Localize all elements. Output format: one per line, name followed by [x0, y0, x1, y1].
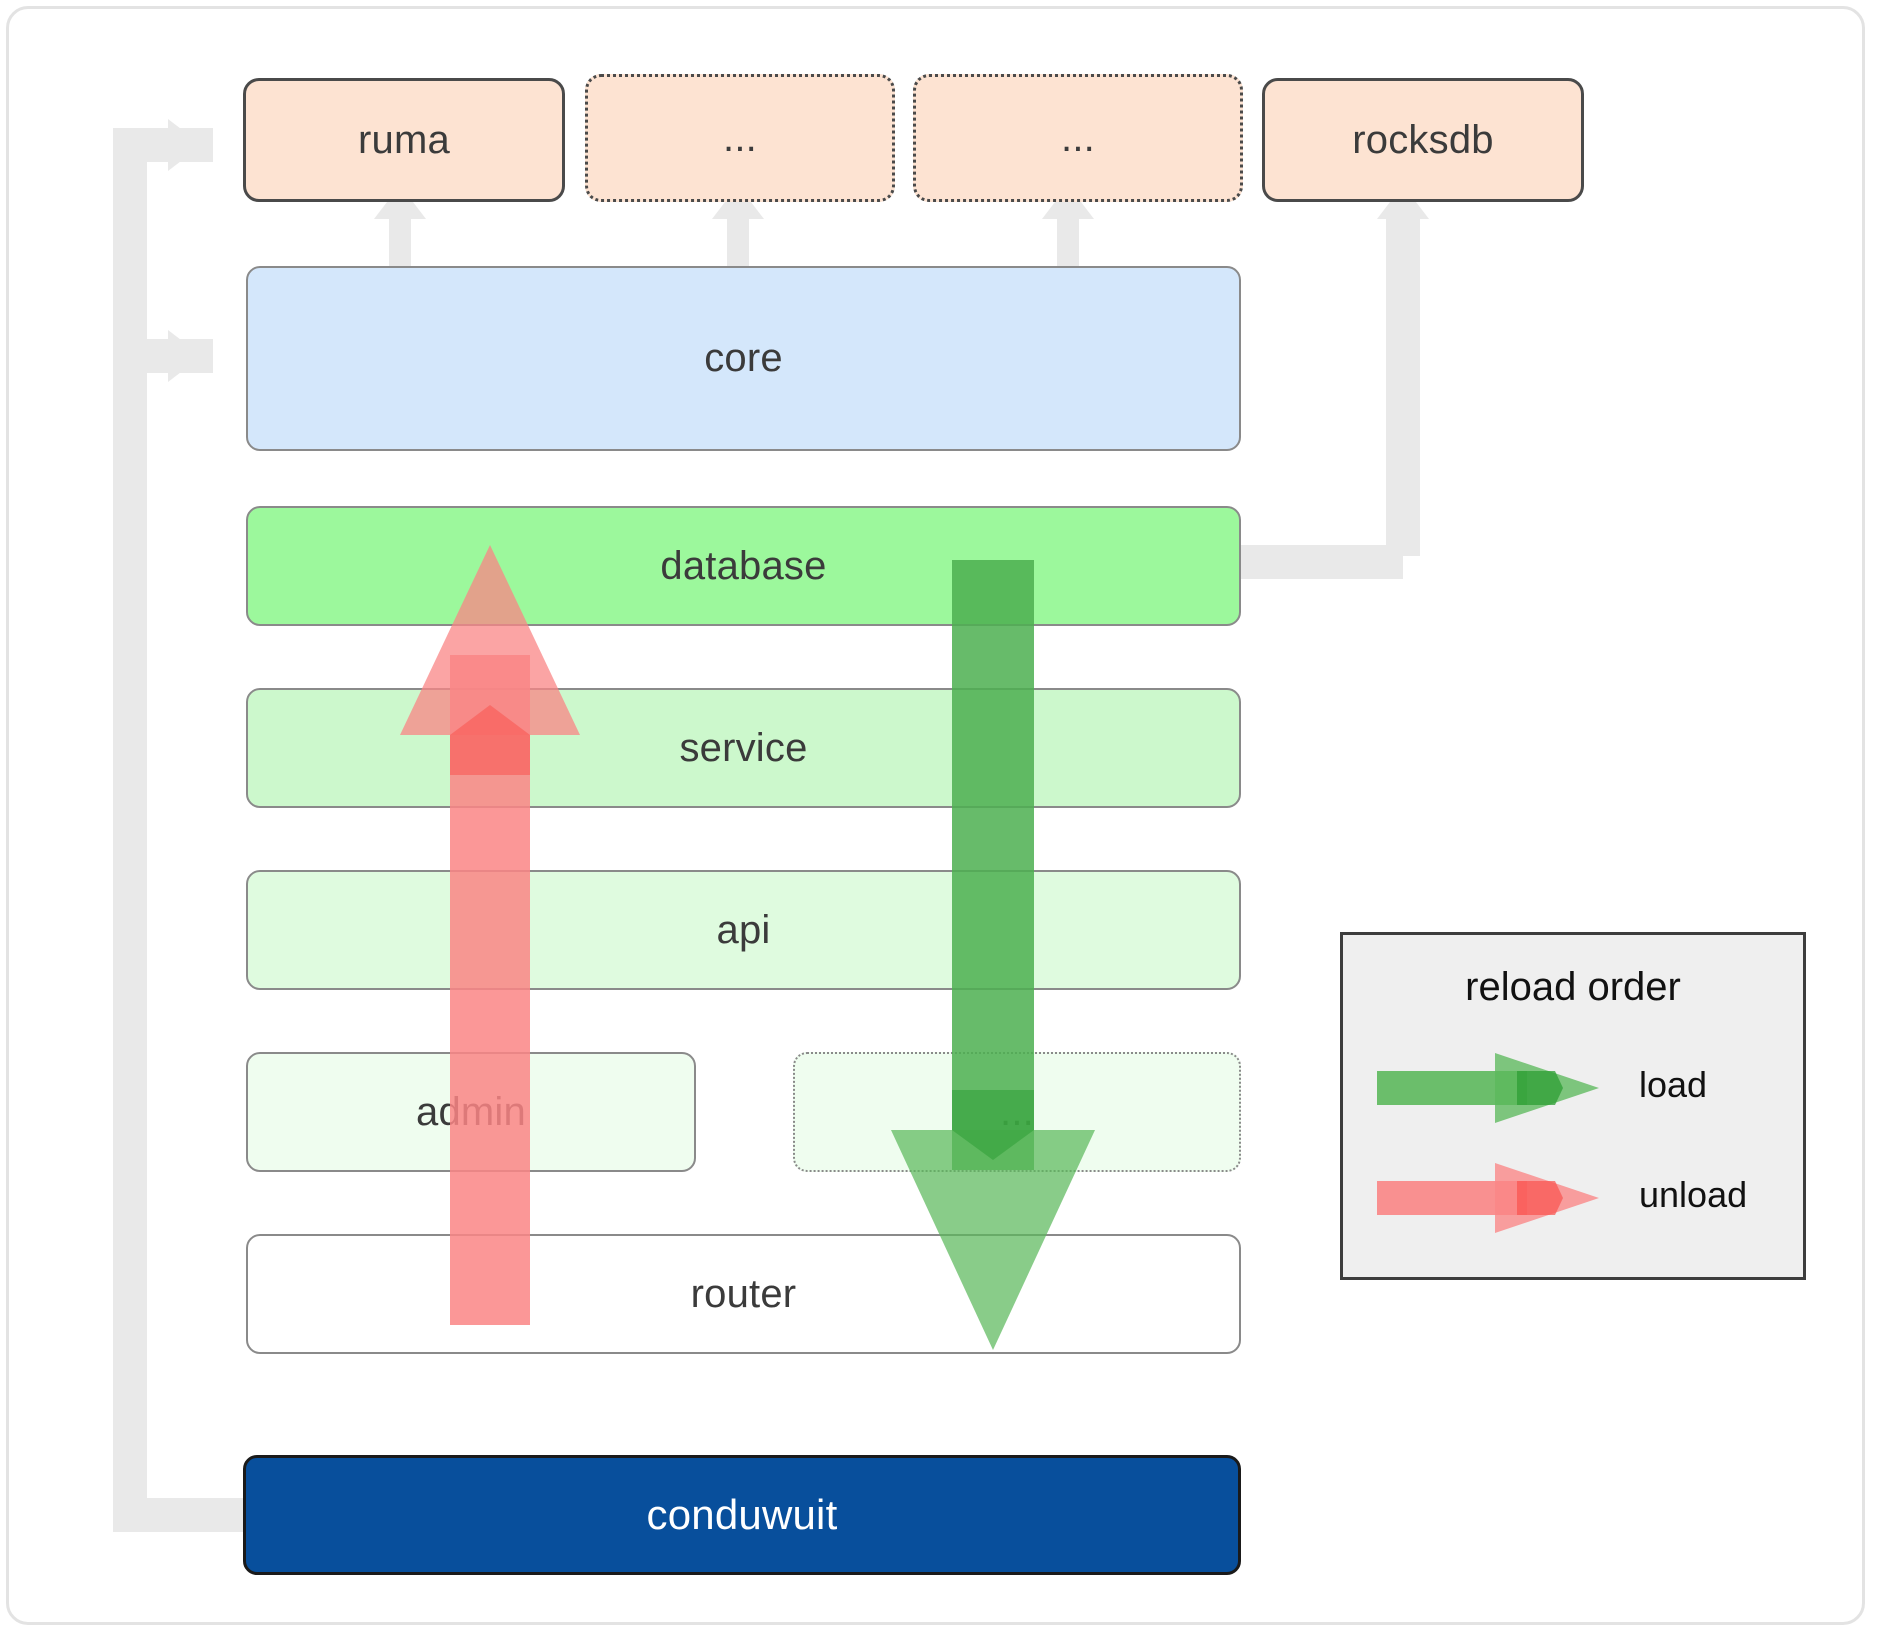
connector-db-to-rocksdb-horizontal	[1225, 545, 1403, 579]
connector-core-to-dots1-line	[727, 216, 749, 266]
unload-arrow-big	[390, 545, 590, 1325]
connector-branch-core-arrow	[168, 330, 202, 382]
connector-core-to-dots2-line	[1057, 216, 1079, 266]
connector-branch-ruma-arrow	[168, 119, 202, 171]
layer-box-service[interactable]: service	[246, 688, 1241, 808]
dependency-box-rocksdb[interactable]: rocksdb	[1262, 78, 1584, 202]
legend-label-load: load	[1639, 1064, 1708, 1105]
dependency-box-ruma[interactable]: ruma	[243, 78, 565, 202]
legend-arrow-load	[1377, 1045, 1607, 1131]
layer-box-database[interactable]: database	[246, 506, 1241, 626]
layer-box-api[interactable]: api	[246, 870, 1241, 990]
layer-box-core[interactable]: core	[246, 266, 1241, 451]
connector-trunk-to-root	[113, 1498, 243, 1532]
root-box-conduwuit[interactable]: conduwuit	[243, 1455, 1241, 1575]
load-arrow-big	[880, 560, 1110, 1350]
legend-panel: reload order load unload	[1340, 932, 1806, 1280]
dependency-box-dots-1[interactable]: ...	[585, 74, 895, 202]
legend-title: reload order	[1465, 965, 1681, 1009]
legend-label-unload: unload	[1639, 1174, 1748, 1215]
layer-box-router[interactable]: router	[246, 1234, 1241, 1354]
connector-db-to-rocksdb-vertical	[1386, 216, 1420, 556]
connector-core-to-ruma-line	[389, 216, 411, 266]
legend-arrow-unload	[1377, 1155, 1607, 1241]
dependency-box-dots-2[interactable]: ...	[913, 74, 1243, 202]
